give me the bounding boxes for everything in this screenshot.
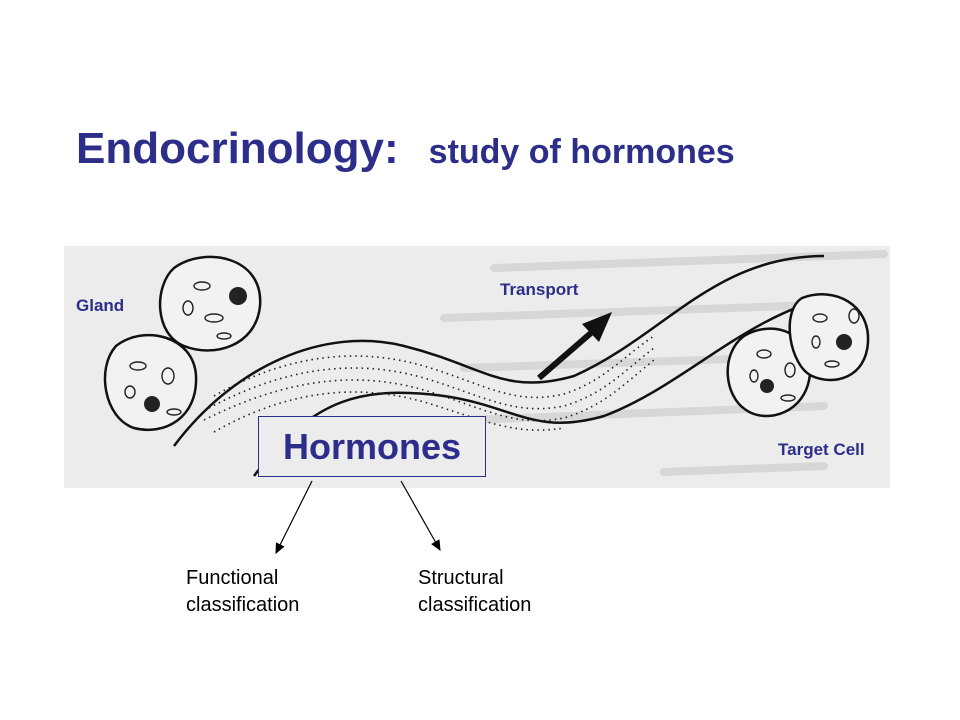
title-main: Endocrinology: — [76, 124, 399, 173]
structural-classification: Structural classification — [418, 565, 531, 619]
structural-arrow — [400, 480, 441, 552]
structural-classification-line2: classification — [418, 594, 532, 616]
hormone-transport-illustration — [64, 246, 890, 488]
functional-arrow — [275, 480, 313, 555]
gland-label: Gland — [76, 296, 125, 315]
structural-classification-line1: Structural — [418, 567, 504, 589]
functional-classification-line2: classification — [186, 594, 300, 616]
hormones-box: Hormones — [258, 416, 486, 477]
hormones-label: Hormones — [282, 425, 462, 467]
target-cell-label: Target Cell — [778, 440, 865, 459]
slide-title: Endocrinology: study of hormones — [76, 124, 735, 174]
illustration-drawing — [103, 250, 888, 477]
title-subtitle: study of hormones — [428, 133, 735, 171]
functional-classification-line1: Functional — [186, 567, 279, 589]
transport-label: Transport — [500, 280, 579, 299]
functional-classification: Functional classification — [186, 565, 299, 619]
